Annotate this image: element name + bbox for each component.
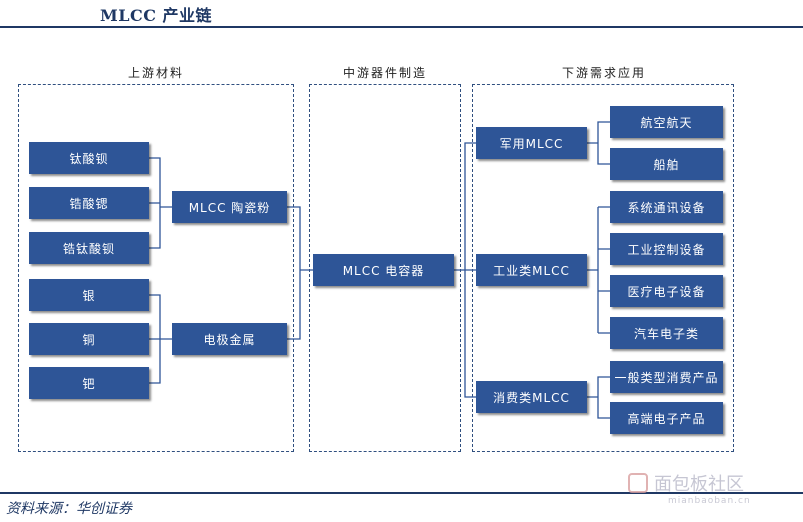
application-box: 高端电子产品 xyxy=(610,402,723,434)
application-box: 工业控制设备 xyxy=(610,233,723,265)
footer-rule xyxy=(0,492,803,494)
watermark-subtext: mianbaoban.cn xyxy=(668,496,751,506)
mlcc-capacitor-box: MLCC 电容器 xyxy=(313,254,454,286)
page-title: MLCC 产业链 xyxy=(100,6,213,25)
consumer-mlcc-box: 消费类MLCC xyxy=(476,381,587,413)
ceramic-powder-box: MLCC 陶瓷粉 xyxy=(172,191,287,223)
watermark-text: 面包板社区 xyxy=(654,474,744,495)
industrial-mlcc-box: 工业类MLCC xyxy=(476,254,587,286)
material-box: 银 xyxy=(29,279,149,311)
application-box: 一般类型消费产品 xyxy=(610,361,723,393)
material-box: 锆钛酸钡 xyxy=(29,232,149,264)
title-rule xyxy=(0,26,803,28)
midstream-header: 中游器件制造 xyxy=(342,66,427,80)
upstream-panel xyxy=(18,84,294,452)
watermark-logo-icon xyxy=(628,473,648,493)
electrode-metal-box: 电极金属 xyxy=(172,323,287,355)
application-box: 汽车电子类 xyxy=(610,317,723,349)
material-box: 钯 xyxy=(29,367,149,399)
military-mlcc-box: 军用MLCC xyxy=(476,127,587,159)
midstream-panel xyxy=(309,84,461,452)
material-box: 铜 xyxy=(29,323,149,355)
downstream-header: 下游需求应用 xyxy=(561,66,646,80)
application-box: 船舶 xyxy=(610,148,723,180)
material-box: 钛酸钡 xyxy=(29,142,149,174)
application-box: 航空航天 xyxy=(610,106,723,138)
upstream-header: 上游材料 xyxy=(127,66,184,80)
application-box: 系统通讯设备 xyxy=(610,191,723,223)
watermark: 面包板社区 xyxy=(628,470,798,496)
source-note: 资料来源：华创证券 xyxy=(6,501,132,517)
application-box: 医疗电子设备 xyxy=(610,275,723,307)
material-box: 锆酸锶 xyxy=(29,187,149,219)
downstream-panel xyxy=(472,84,734,452)
